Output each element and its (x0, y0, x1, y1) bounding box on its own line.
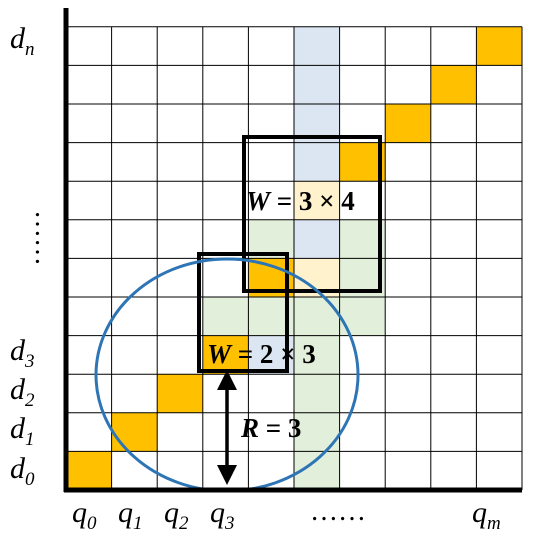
radius-arrow (217, 370, 237, 485)
window-fill-cell (294, 297, 340, 336)
col-label-q2: q2 (164, 496, 189, 534)
window-small-label: W = 2 × 3 (207, 339, 316, 369)
match-cell (66, 451, 112, 490)
column-highlight-cell (294, 142, 340, 182)
match-cell (430, 65, 477, 104)
match-cell (339, 142, 386, 182)
cells-layer (66, 26, 522, 490)
window-fill-cell (339, 219, 386, 259)
column-highlight-cell (294, 26, 340, 66)
row-label-d0: d0 (10, 452, 35, 490)
window-small-box (197, 252, 289, 373)
row-label-d2: d2 (10, 373, 35, 411)
col-label-q1: q1 (118, 496, 143, 534)
column-highlight-cell (294, 65, 340, 104)
match-cell (157, 374, 203, 413)
window-fill-cell (294, 374, 340, 413)
window-fill-cell (202, 297, 249, 336)
col-label-q0: q0 (72, 496, 97, 534)
match-cell (111, 412, 158, 452)
col-label-qm: qm (472, 496, 501, 534)
col-ellipsis: …… (310, 496, 366, 527)
window-large-label: W = 3 × 4 (246, 186, 355, 216)
match-cell (385, 104, 431, 143)
radius-label: R = 3 (240, 413, 301, 443)
row-label-dn: dn (10, 22, 35, 60)
window-fill-cell (294, 219, 340, 259)
match-cell (202, 335, 249, 375)
match-cell (476, 26, 522, 66)
col-label-q3: q3 (210, 496, 235, 534)
row-ellipsis: …… (29, 210, 60, 266)
window-fill-cell (294, 181, 340, 220)
window-large-box (242, 135, 382, 293)
window-fill-cell (248, 219, 294, 259)
grid-lines (65, 26, 523, 491)
row-label-d3: d3 (10, 334, 35, 372)
row-label-d1: d1 (10, 412, 35, 450)
window-fill-cell (294, 335, 340, 375)
